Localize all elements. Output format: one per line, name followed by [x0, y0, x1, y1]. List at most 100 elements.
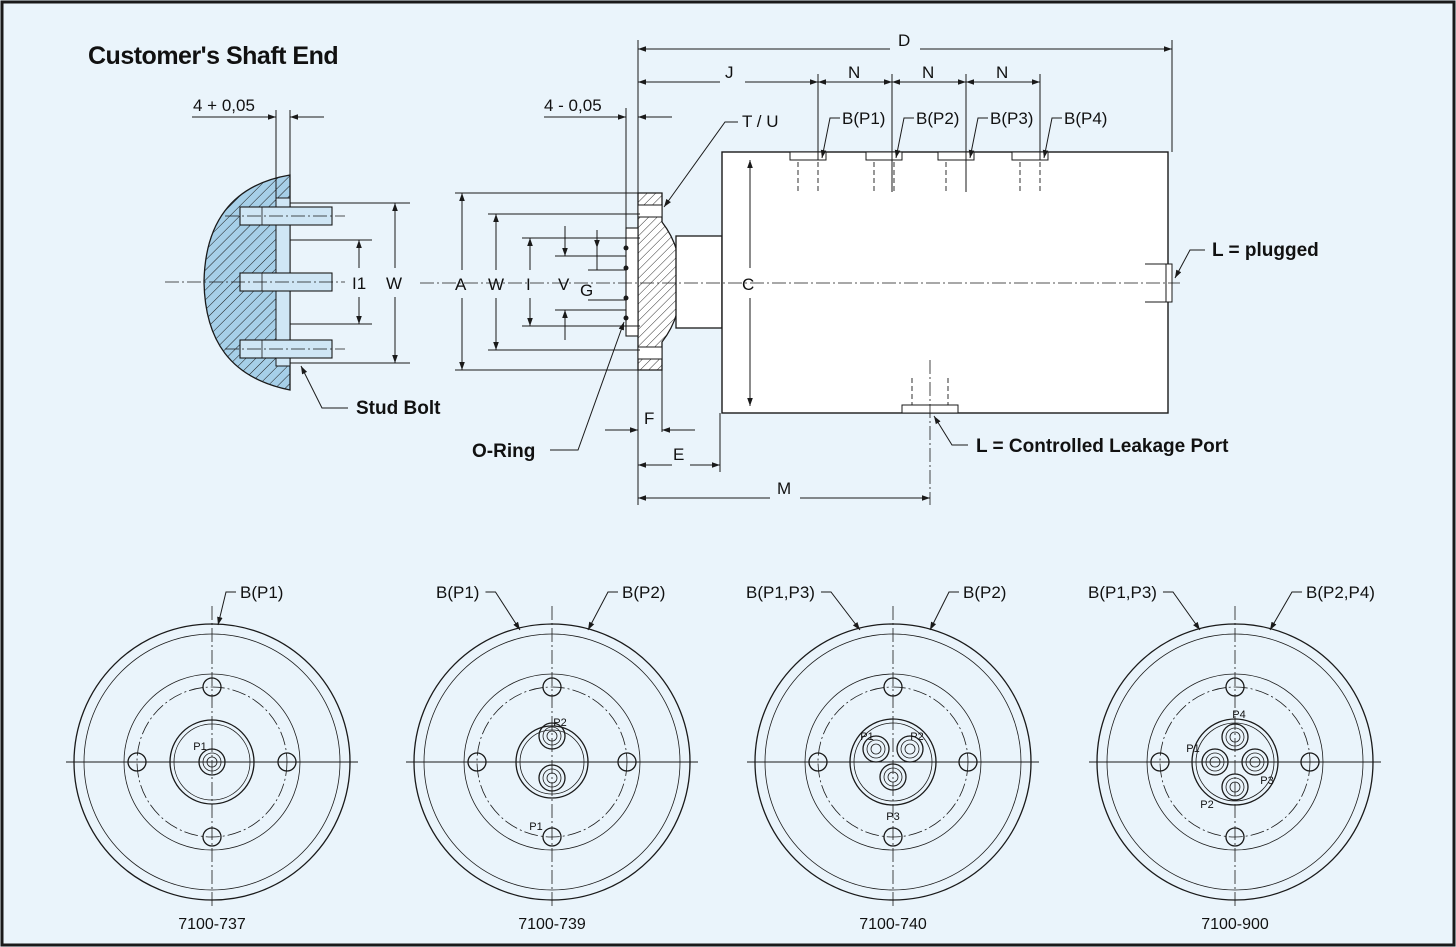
shaft-tolerance-label: 4 + 0,05 [193, 96, 255, 115]
port-label: P1 [1186, 743, 1199, 755]
dim-f-label: F [644, 409, 654, 428]
callout-leader [1269, 591, 1302, 631]
port-bore [1241, 748, 1269, 776]
dim-i1-label: I1 [352, 274, 366, 293]
end-view-7100-737: P1 B(P1) 7100-737 [66, 583, 358, 933]
port-seal [1245, 752, 1265, 772]
port-hole [546, 730, 558, 742]
dim-w2-label: W [488, 275, 504, 294]
port-hole [904, 743, 916, 755]
port-callout: B(P1) [240, 583, 283, 602]
bolt-hole [277, 752, 297, 772]
port-label: P2 [1200, 799, 1213, 811]
port-hole [546, 772, 558, 784]
port-callout: B(P1) [436, 583, 479, 602]
port-seal [542, 726, 562, 746]
port-bore [1221, 723, 1249, 751]
bolt-hole [1225, 677, 1245, 697]
port-callout: B(P1,P3) [1088, 583, 1157, 602]
dim-w-label: W [386, 274, 402, 293]
callout-leader [820, 591, 861, 631]
port-label: P1 [529, 821, 542, 833]
bolt-hole [467, 752, 487, 772]
port-bore [538, 722, 566, 750]
flange-section [637, 192, 682, 371]
bolt-hole [1150, 752, 1170, 772]
dim-v-label: V [558, 275, 570, 294]
bolt-hole [542, 677, 562, 697]
union-tolerance-label: 4 - 0,05 [544, 96, 602, 115]
port-callout: B(P1,P3) [746, 583, 815, 602]
dim-a-label: A [455, 275, 467, 294]
port-label: P3 [1260, 775, 1273, 787]
port-label-p2: B(P2) [916, 109, 959, 128]
callout-leader [217, 591, 236, 626]
port-bore [198, 748, 226, 776]
bolt-hole [542, 827, 562, 847]
port-seal [202, 752, 222, 772]
model-caption: 7100-739 [518, 916, 586, 933]
port-label: P2 [910, 731, 923, 743]
port-hole [1229, 781, 1241, 793]
tu-label: T / U [742, 112, 779, 131]
l-leakage-label: L = Controlled Leakage Port [976, 436, 1229, 457]
bolt-hole [617, 752, 637, 772]
stud-bolt-label: Stud Bolt [356, 398, 441, 419]
port-seal [900, 739, 920, 759]
port-seal [883, 767, 903, 787]
port-label: P4 [1232, 709, 1245, 721]
port-bore [896, 735, 924, 763]
model-caption: 7100-737 [178, 916, 246, 933]
port-label: P1 [860, 731, 873, 743]
port-seal [1205, 752, 1225, 772]
model-caption: 7100-900 [1201, 916, 1269, 933]
port-hole [1209, 756, 1221, 768]
union-body [721, 151, 1169, 414]
bolt-hole [808, 752, 828, 772]
callout-leader [587, 591, 618, 631]
port-bore [1221, 773, 1249, 801]
dim-n1-label: N [848, 63, 860, 82]
port-hole [1229, 731, 1241, 743]
port-seal [866, 739, 886, 759]
dim-j-label: J [725, 63, 734, 82]
port-hole [206, 756, 218, 768]
port-bore [538, 764, 566, 792]
dim-m-label: M [777, 479, 791, 498]
rotary-union-side-view: A W I V G C D J [420, 31, 1319, 505]
bolt-hole [202, 677, 222, 697]
dim-n2-label: N [922, 63, 934, 82]
port-label-p3: B(P3) [990, 109, 1033, 128]
o-ring-label: O-Ring [472, 441, 535, 462]
bolt-hole [127, 752, 147, 772]
port-hole [1249, 756, 1261, 768]
port-bore [879, 763, 907, 791]
customer-shaft-end: 4 + 0,05 I1 W Stud Bolt [165, 96, 441, 419]
port-label: P1 [193, 741, 206, 753]
model-caption: 7100-740 [859, 916, 927, 933]
port-callout: B(P2) [622, 583, 665, 602]
bolt-hole [883, 827, 903, 847]
port-hole [870, 743, 882, 755]
dim-g-label: G [580, 281, 593, 300]
bolt-hole [202, 827, 222, 847]
callout-leader [1162, 591, 1201, 631]
port-bore [1201, 748, 1229, 776]
port-callout: B(P2) [963, 583, 1006, 602]
dim-n3-label: N [996, 63, 1008, 82]
port-callout: B(P2,P4) [1306, 583, 1375, 602]
bolt-hole [883, 677, 903, 697]
port-label: P3 [886, 811, 899, 823]
port-seal [1225, 727, 1245, 747]
bolt-hole [958, 752, 978, 772]
port-seal [542, 768, 562, 788]
port-seal [1225, 777, 1245, 797]
page-title: Customer's Shaft End [88, 42, 338, 70]
